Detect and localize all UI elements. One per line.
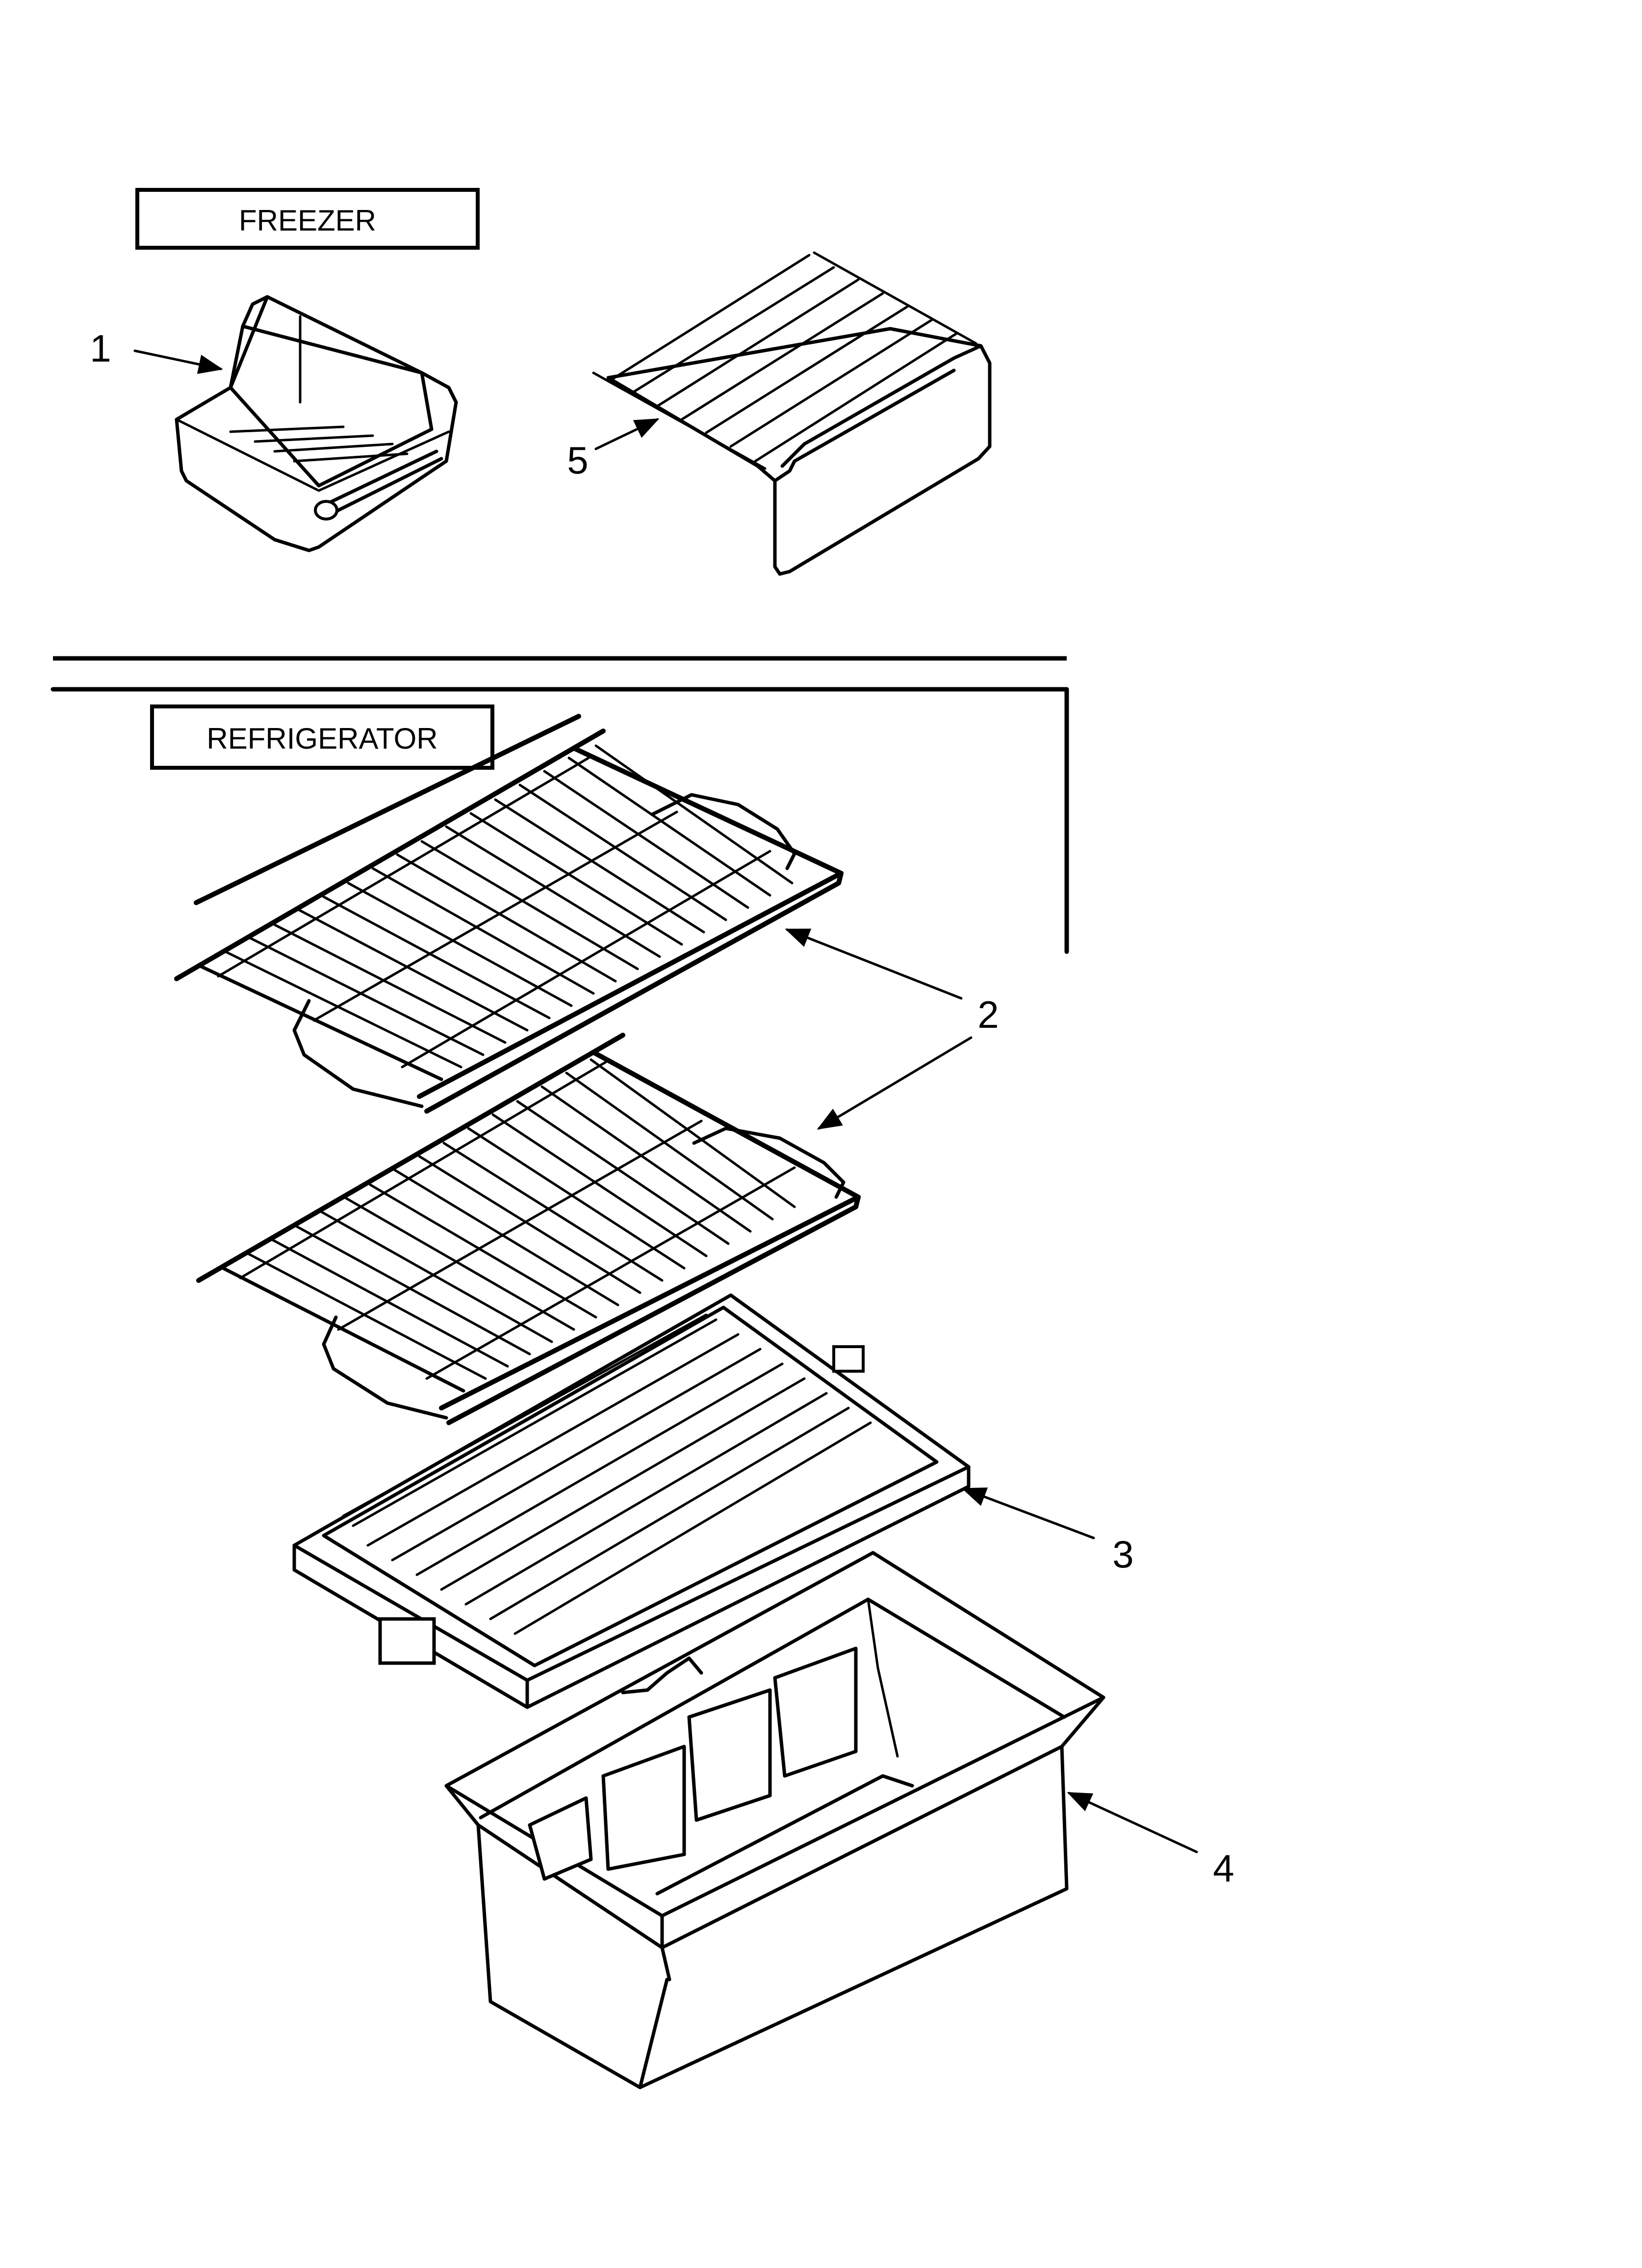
- callout-5: 5: [567, 439, 588, 482]
- callout-4: 4: [1213, 1847, 1234, 1890]
- wire-shelf-lower: [196, 1033, 861, 1425]
- refrigerator-label: REFRIGERATOR: [206, 722, 437, 755]
- freezer-shelf: [592, 251, 992, 576]
- freezer-section: FREEZER 1: [90, 188, 992, 576]
- callout-2: 2: [977, 993, 999, 1036]
- crisper-drawer: [444, 1551, 1105, 2089]
- refrigerator-section: REFRIGERATOR: [51, 687, 1234, 2089]
- crisper-cover-shelf: [292, 1293, 971, 1709]
- freezer-label-box: [135, 188, 480, 250]
- freezer-label: FREEZER: [239, 204, 376, 237]
- refrigerator-label-box: [150, 704, 494, 770]
- refrigerator-frame: [51, 687, 1069, 954]
- callout-1: 1: [90, 327, 111, 370]
- wire-shelf-upper: [174, 714, 844, 1114]
- freezer-bin: [175, 295, 458, 552]
- callout-3: 3: [1112, 1533, 1133, 1576]
